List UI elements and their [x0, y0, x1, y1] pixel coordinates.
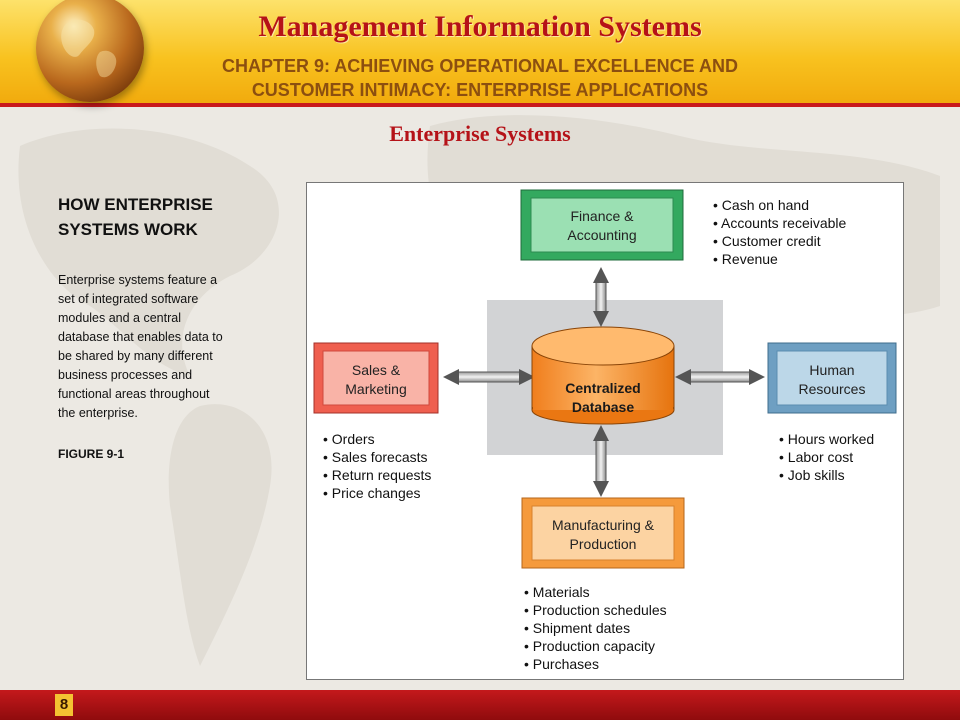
left-heading-line1: HOW ENTERPRISE	[58, 195, 213, 214]
list-item: • Accounts receivable	[713, 215, 847, 231]
list-item: • Hours worked	[779, 431, 874, 447]
arrow-sales-database	[443, 369, 535, 385]
manufacturing-data-list: • Materials • Production schedules • Shi…	[524, 584, 667, 672]
hr-data-list: • Hours worked • Labor cost • Job skills	[779, 431, 874, 483]
globe-icon	[36, 0, 144, 102]
list-item: • Cash on hand	[713, 197, 809, 213]
header-band	[0, 0, 960, 106]
database-label-line2: Database	[572, 399, 634, 415]
chapter-title-line1: CHAPTER 9: ACHIEVING OPERATIONAL EXCELLE…	[221, 56, 739, 76]
sales-data-list: • Orders • Sales forecasts • Return requ…	[323, 431, 431, 501]
arrow-finance-database	[593, 267, 609, 327]
module-finance-label-line1: Finance &	[570, 208, 634, 224]
list-item: • Shipment dates	[524, 620, 630, 636]
body-line: functional areas throughout	[58, 387, 210, 401]
enterprise-diagram-panel: Centralized Database Finance & Accountin…	[306, 182, 904, 680]
list-item: • Production schedules	[524, 602, 667, 618]
chapter-title: CHAPTER 9: ACHIEVING OPERATIONAL EXCELLE…	[150, 54, 810, 102]
page-number: 8	[55, 694, 73, 716]
body-line: set of integrated software	[58, 292, 199, 306]
body-line: modules and a central	[58, 311, 181, 325]
database-label-line1: Centralized	[565, 380, 640, 396]
module-manufacturing-label-line1: Manufacturing &	[552, 517, 655, 533]
centralized-database: Centralized Database	[531, 326, 675, 425]
body-line: the enterprise.	[58, 406, 138, 420]
module-sales-label-line1: Sales &	[352, 362, 401, 378]
left-body-text: Enterprise systems feature a set of inte…	[58, 271, 263, 423]
left-heading: HOW ENTERPRISE SYSTEMS WORK	[58, 192, 278, 242]
main-title: Management Information Systems	[258, 10, 702, 43]
module-finance-label-line2: Accounting	[567, 227, 636, 243]
list-item: • Sales forecasts	[323, 449, 428, 465]
module-human-resources: Human Resources	[767, 342, 897, 414]
module-manufacturing-label-line2: Production	[570, 536, 637, 552]
section-title: Enterprise Systems	[389, 121, 571, 146]
body-line: be shared by many different	[58, 349, 213, 363]
list-item: • Revenue	[713, 251, 778, 267]
header-divider	[0, 103, 960, 107]
module-manufacturing-production: Manufacturing & Production	[521, 497, 685, 569]
module-sales-marketing: Sales & Marketing	[313, 342, 439, 414]
list-item: • Job skills	[779, 467, 845, 483]
list-item: • Orders	[323, 431, 375, 447]
list-item: • Labor cost	[779, 449, 853, 465]
list-item: • Purchases	[524, 656, 599, 672]
module-hr-label-line1: Human	[809, 362, 854, 378]
body-line: business processes and	[58, 368, 193, 382]
chapter-title-line2: CUSTOMER INTIMACY: ENTERPRISE APPLICATIO…	[251, 80, 709, 100]
figure-label: FIGURE 9-1	[58, 447, 125, 461]
body-line: database that enables data to	[58, 330, 223, 344]
body-line: Enterprise systems feature a	[58, 273, 218, 287]
arrow-database-hr	[675, 369, 765, 385]
list-item: • Customer credit	[713, 233, 821, 249]
list-item: • Return requests	[323, 467, 431, 483]
list-item: • Price changes	[323, 485, 421, 501]
arrow-database-manufacturing	[593, 425, 609, 497]
module-finance-accounting: Finance & Accounting	[520, 189, 684, 261]
left-heading-line2: SYSTEMS WORK	[58, 220, 198, 239]
list-item: • Materials	[524, 584, 590, 600]
module-sales-label-line2: Marketing	[345, 381, 406, 397]
module-hr-label-line2: Resources	[799, 381, 866, 397]
footer-band	[0, 690, 960, 720]
list-item: • Production capacity	[524, 638, 655, 654]
finance-data-list: • Cash on hand • Accounts receivable • C…	[713, 197, 847, 267]
